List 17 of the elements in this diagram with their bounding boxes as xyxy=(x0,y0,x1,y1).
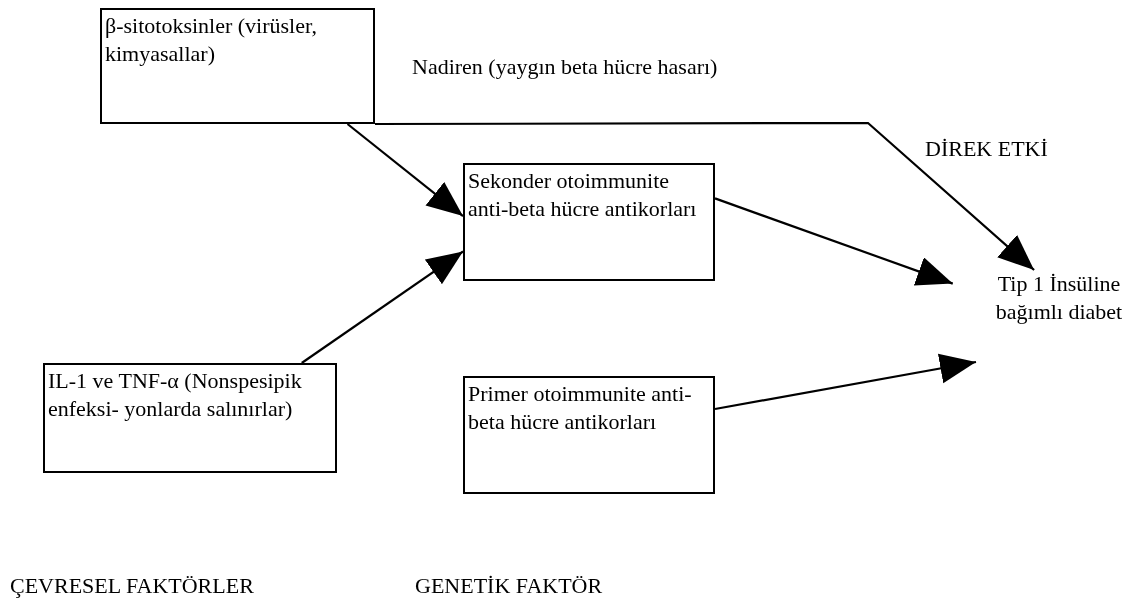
note-label: DİREK ETKİ xyxy=(925,136,1048,162)
process-box xyxy=(43,363,337,473)
outcome-text: Tip 1 İnsüline bağımlı diabet xyxy=(994,270,1124,325)
box-text: Sekonder otoimmunite anti-beta hücre antikorları xyxy=(468,167,698,222)
process-box xyxy=(100,8,375,124)
arrow xyxy=(375,121,1035,271)
note-label: ÇEVRESEL FAKTÖRLER xyxy=(10,573,254,599)
note-label: GENETİK FAKTÖR xyxy=(415,573,603,599)
process-box xyxy=(463,163,715,281)
box-text: IL-1 ve TNF-α (Nonspesipik enfeksi- yonlarda salınırlar) xyxy=(48,367,303,422)
box-text: β-sitotoksinler (virüsler, kimyasallar) xyxy=(105,12,318,67)
arrow xyxy=(714,197,954,286)
arrow xyxy=(346,123,464,217)
box-text: Primer otoimmunite anti-beta hücre antikorları xyxy=(468,380,693,435)
arrow xyxy=(714,353,977,411)
arrow xyxy=(301,250,464,364)
process-box xyxy=(463,376,715,494)
